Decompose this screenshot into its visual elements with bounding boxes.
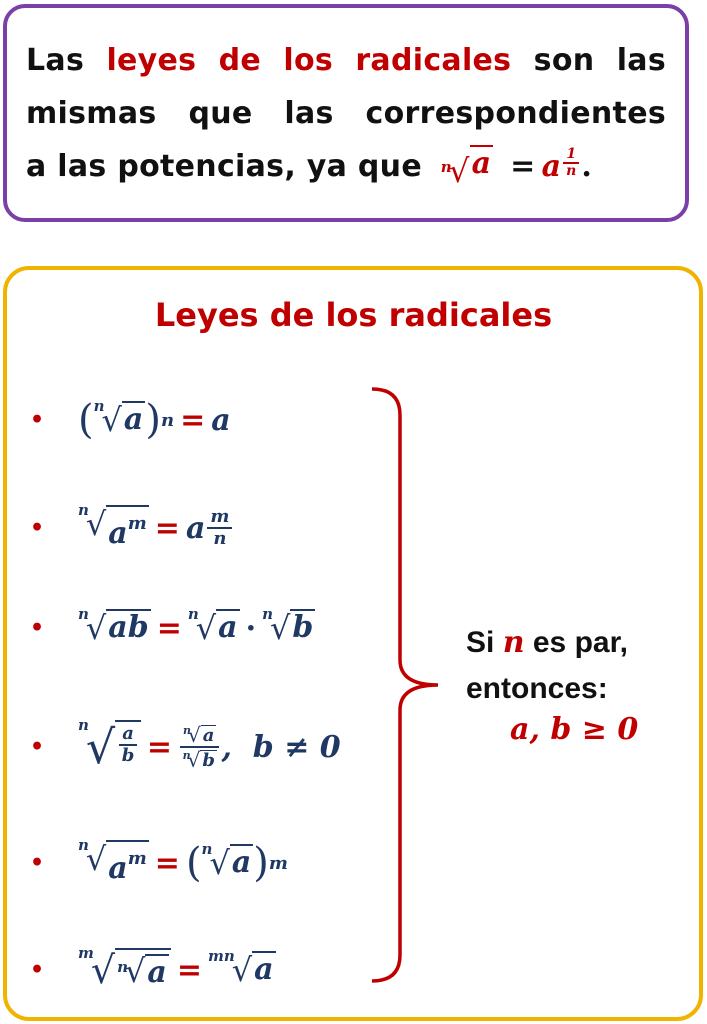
condition-line-1: Si n es par, xyxy=(466,625,628,660)
radical-sign: √ xyxy=(209,844,230,882)
intro-line-2: mismas que las correspondientes xyxy=(26,96,666,131)
radical-sign: √ xyxy=(85,609,107,647)
intro-paragraph: Las leyes de los radicales son las misma… xyxy=(26,34,666,198)
radical-sign: √ xyxy=(101,401,122,439)
condition-text: Si n es par, entonces: xyxy=(466,620,696,712)
radical-sign: √ xyxy=(269,609,291,647)
intro-line-1: Las leyes de los radicales son las xyxy=(26,43,666,78)
law-3: • n√ab = n√a · n√b xyxy=(30,605,316,647)
radical-sign: √ xyxy=(231,951,253,989)
bullet: • xyxy=(30,407,45,433)
curly-brace-icon xyxy=(371,387,439,983)
law-6: • m√n√a = mn√a xyxy=(30,944,276,992)
intro-highlight: leyes de los radicales xyxy=(106,43,512,78)
laws-title: Leyes de los radicales xyxy=(154,296,553,334)
radical-sign: √ xyxy=(448,152,470,190)
radical-sign: √ xyxy=(195,609,217,647)
condition-math: a, b ≥ 0 xyxy=(510,712,639,747)
radical-sign: √ xyxy=(85,505,107,543)
law-1: • (n√a)n =a xyxy=(30,397,231,443)
laws-box xyxy=(3,266,703,1021)
intro-box xyxy=(3,4,689,222)
law-5: • n√am = (n√a)m xyxy=(30,836,288,886)
radical-sign: √ xyxy=(90,948,116,992)
radical-sign: √ xyxy=(85,720,116,774)
condition-line-2: entonces: xyxy=(466,672,608,705)
radical-sign: √ xyxy=(85,840,107,878)
